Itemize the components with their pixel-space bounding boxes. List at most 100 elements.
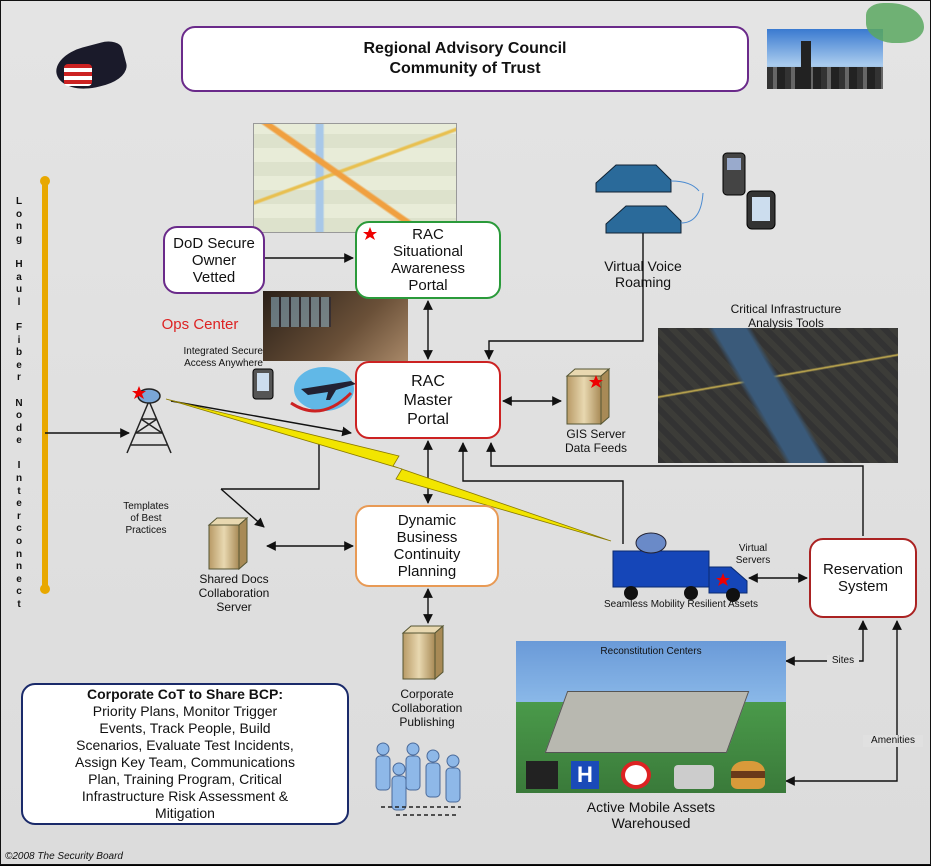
sa-line-4: Portal [408,277,448,294]
mobility-label: Seamless Mobility Resilient Assets [604,599,758,610]
virtual-servers-line-1: Virtual [738,543,768,554]
bank-icon [526,761,558,789]
virtual-voice-label: Virtual Voice Roaming [575,258,711,290]
gis-server-label: GIS Server Data Feeds [546,427,646,455]
cot-line-6: Infrastructure Risk Assessment & [81,788,289,804]
burger-icon [731,761,765,789]
wireless-link-bolt [165,398,612,542]
virtual-servers-line-2: Servers [735,555,771,566]
arrow-tower-master [170,400,352,437]
cot-line-4: Assign Key Team, Communications [75,754,295,770]
reservation-line-1: Reservation [822,561,904,578]
gis-server-icon [565,367,611,426]
bcp-box[interactable]: Dynamic Business Continuity Planning [355,505,499,587]
master-portal-box[interactable]: RAC Master Portal [355,361,501,439]
arrow-voice-master [484,216,644,360]
ops-center-label: Ops Center [161,316,239,333]
critical-infra-line-2: Analysis Tools [748,316,824,330]
cell-phone-icon [722,152,776,230]
critical-infra-line-1: Critical Infrastructure [730,302,842,316]
cot-line-1: Priority Plans, Monitor Trigger [92,703,278,719]
bcp-line-1: Dynamic [397,512,457,529]
desk-phone-icon [595,164,704,234]
dod-secure-box[interactable]: DoD Secure Owner Vetted [163,226,265,294]
cot-line-2: Events, Track People, Build [99,720,271,736]
dod-line-2: Owner [191,251,237,269]
people-links [381,806,461,816]
gis-line-1: GIS Server [566,427,626,441]
dod-line-1: DoD Secure [173,234,255,252]
secure-access-line-1: Integrated Secure [183,346,264,357]
virtual-servers-label: Virtual Servers [723,543,783,567]
cot-line-5: Plan, Training Program, Critical [88,771,282,787]
sa-line-3: Awareness [391,260,465,277]
master-line-1: RAC [411,372,445,390]
sa-line-1: RAC [412,226,444,243]
templates-line-1: Templates [123,501,169,512]
reservation-system-box[interactable]: Reservation System [809,538,917,618]
eagle-logo-icon [56,36,131,96]
shared-docs-label: Shared Docs Collaboration Server [179,572,289,614]
amenity-icons-strip: H [526,761,776,793]
line-templates [221,441,320,490]
corp-pub-line-3: Publishing [399,715,455,729]
title-box: Regional Advisory Council Community of T… [181,26,749,92]
red-star-icon [132,386,146,399]
copyright-label: ©2008 The Security Board [5,851,123,862]
pda-icon [252,368,274,400]
corp-publishing-label: Corporate Collaboration Publishing [371,687,483,729]
active-assets-label: Active Mobile Assets Warehoused [541,799,761,831]
fiber-node-bar [40,176,50,594]
state-map-icon [866,3,924,43]
cot-heading: Corporate CoT to Share BCP: [86,686,283,702]
sa-portal-box[interactable]: RAC Situational Awareness Portal [355,221,501,299]
title-line-1: Regional Advisory Council [363,40,567,57]
arrow-amenities [785,620,902,786]
cot-line-7: Mitigation [155,805,215,821]
amenities-label: Amenities [863,735,923,747]
secure-access-label: Integrated Secure Access Anywhere [151,346,264,370]
secure-access-line-2: Access Anywhere [184,358,263,369]
bcp-line-3: Continuity [393,546,461,563]
road-map-image [253,123,457,233]
satellite-city-image [658,328,898,463]
mobile-asset-truck-icon [612,532,748,602]
corp-pub-line-1: Corporate [400,687,454,701]
corp-server-icon [401,624,445,681]
people-team-icon [375,742,461,811]
active-assets-line-2: Warehoused [611,815,691,831]
supplies-icon [674,765,714,789]
shared-docs-line-3: Server [216,600,252,614]
city-skyline-photo [767,29,883,89]
shared-docs-line-1: Shared Docs [199,572,269,586]
master-line-3: Portal [407,410,449,428]
corp-pub-line-2: Collaboration [391,701,463,715]
bcp-line-4: Planning [397,563,457,580]
bus-sign-icon [621,761,651,789]
arrow-to-shared-docs [220,488,265,528]
voice-line-1: Virtual Voice [604,258,682,274]
master-line-2: Master [403,391,453,409]
critical-infra-label: Critical Infrastructure Analysis Tools [701,302,871,330]
templates-line-2: of Best [130,513,162,524]
globe-plane-icon [290,367,356,413]
arrow-truck-master [458,442,624,544]
red-star-icon [363,227,377,240]
sites-label: Sites [827,655,859,667]
active-assets-line-1: Active Mobile Assets [586,799,716,815]
arrow-reservation-master [486,442,864,536]
cot-line-3: Scenarios, Evaluate Test Incidents, [76,737,294,753]
voice-line-2: Roaming [614,274,672,290]
title-line-2: Community of Trust [389,60,541,77]
red-star-icon [589,375,603,388]
reservation-line-2: System [837,578,888,595]
radio-tower-icon [126,388,172,454]
shared-docs-line-2: Collaboration [198,586,270,600]
cot-share-box: Corporate CoT to Share BCP: Priority Pla… [21,683,349,825]
ops-center-photo [263,291,408,361]
hospital-icon: H [571,761,599,789]
